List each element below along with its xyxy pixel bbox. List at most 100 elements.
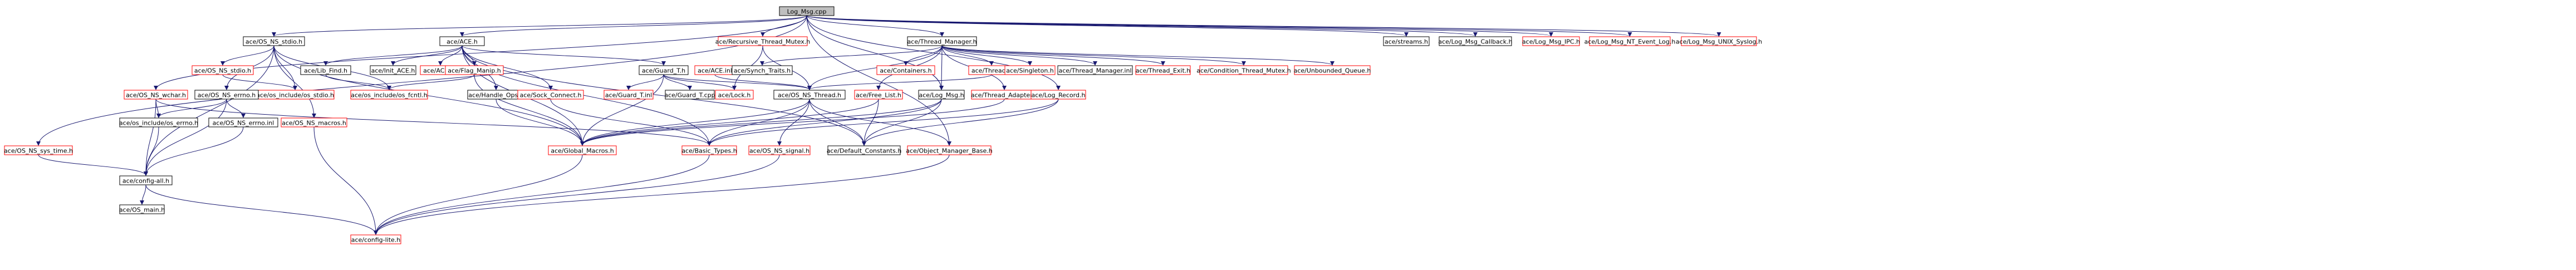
node-obj_mgr_base[interactable]: ace/Object_Manager_Base.h <box>906 145 993 155</box>
node-free_list[interactable]: ace/Free_List.h <box>854 90 903 100</box>
edge-ns_signal-to-config_lite <box>374 154 780 235</box>
node-os_errno[interactable]: ace/os_include/os_errno.h <box>119 117 198 127</box>
node-label: ace/Free_List.h <box>856 92 901 99</box>
edge-root-to-cb <box>806 15 1478 37</box>
node-label: ace/Singleton.h <box>1006 67 1054 75</box>
node-label: ace/OS_NS_Thread.h <box>778 92 841 99</box>
node-box <box>1681 36 1757 46</box>
node-box <box>1199 65 1288 75</box>
edge-ns_thread-to-obj_mgr_base <box>809 99 951 146</box>
edge-guard_t-to-lock <box>663 74 737 90</box>
node-ns_macros[interactable]: ace/OS_NS_macros.h <box>281 117 347 127</box>
edge-log_msg_h-to-basic_types <box>707 99 942 146</box>
node-ace_inl2[interactable]: ace/ACE.inl <box>694 65 735 75</box>
node-unbounded_q[interactable]: ace/Unbounded_Queue.h <box>1294 65 1371 75</box>
node-basic_types[interactable]: ace/Basic_Types.h <box>681 145 737 155</box>
edge-flag_manip-to-global_macros <box>474 74 585 146</box>
node-ns_wchar[interactable]: ace/OS_NS_wchar.h <box>124 90 188 100</box>
node-label: ace/Object_Manager_Base.h <box>906 148 993 155</box>
node-os_stdio[interactable]: ace/os_include/os_stdio.h <box>256 90 335 100</box>
node-ns_stdio[interactable]: ace/OS_NS_stdio.h <box>243 36 305 46</box>
node-ns_errno_inl[interactable]: ace/OS_NS_errno.inl <box>208 117 278 127</box>
node-ns_signal[interactable]: ace/OS_NS_signal.h <box>748 145 811 155</box>
node-ns_thread[interactable]: ace/OS_NS_Thread.h <box>773 90 846 100</box>
node-flag_manip[interactable]: ace/Flag_Manip.h <box>445 65 504 75</box>
node-init_ace[interactable]: ace/Init_ACE.h <box>370 65 416 75</box>
node-box <box>350 90 428 100</box>
node-sock_connect[interactable]: ace/Sock_Connect.h <box>517 90 584 100</box>
node-nt_event[interactable]: ace/Log_Msg_NT_Event_Log.h <box>1584 36 1676 46</box>
node-guard_t_inl[interactable]: ace/Guard_T.inl <box>603 90 654 100</box>
node-cb[interactable]: ace/Log_Msg_Callback.h <box>1438 36 1513 46</box>
edge-ace-to-init_ace <box>391 45 463 66</box>
node-lock[interactable]: ace/Lock.h <box>715 90 754 100</box>
node-thread_mgr_inl[interactable]: ace/Thread_Manager.inl <box>1057 65 1133 75</box>
node-guard_t_cpp[interactable]: ace/Guard_T.cpp <box>664 90 715 100</box>
node-ns_errno[interactable]: ace/OS_NS_errno.h <box>194 90 259 100</box>
node-containers[interactable]: ace/Containers.h <box>876 65 935 75</box>
node-lib_find[interactable]: ace/Lib_Find.h <box>300 65 351 75</box>
node-unix_syslog[interactable]: ace/Log_Msg_UNIX_Syslog.h <box>1676 36 1762 46</box>
node-box <box>907 36 977 46</box>
node-box <box>827 145 901 155</box>
node-streams[interactable]: ace/streams.h <box>1383 36 1430 46</box>
node-label: ace/config-lite.h <box>351 237 401 244</box>
node-global_macros[interactable]: ace/Global_Macros.h <box>548 145 617 155</box>
edge-thread_adapter-to-global_macros <box>580 99 1005 146</box>
node-config_lite[interactable]: ace/config-lite.h <box>350 234 401 244</box>
node-box <box>1383 36 1430 46</box>
node-label: ace/streams.h <box>1385 38 1428 46</box>
node-singleton[interactable]: ace/Singleton.h <box>1004 65 1056 75</box>
node-thread_exit[interactable]: ace/Thread_Exit.h <box>1135 65 1191 75</box>
node-ace[interactable]: ace/ACE.h <box>439 36 485 46</box>
node-label: ace/OS_NS_stdio.h <box>194 67 251 75</box>
node-log_record[interactable]: ace/Log_Record.h <box>1031 90 1086 100</box>
node-thread_adapter[interactable]: ace/Thread_Adapter.h <box>971 90 1038 100</box>
node-box <box>665 90 715 100</box>
node-box <box>732 65 793 75</box>
node-label: ace/Log_Msg_IPC.h <box>1522 38 1580 46</box>
node-ns_stdio2[interactable]: ace/OS_NS_stdio.h <box>192 65 254 75</box>
node-rec_mutex[interactable]: ace/Recursive_Thread_Mutex.h <box>715 36 811 46</box>
edge-root-to-streams <box>806 15 1409 37</box>
node-label: Log_Msg.cpp <box>787 8 827 16</box>
node-box <box>300 65 351 75</box>
edge-ns_errno-to-ns_errno_inl <box>226 99 246 118</box>
node-label: ace/Global_Macros.h <box>551 148 614 155</box>
node-log_msg_h[interactable]: ace/Log_Msg.h <box>918 90 965 100</box>
node-label: ace/Unbounded_Queue.h <box>1294 67 1371 75</box>
node-box <box>192 65 254 75</box>
edge-thread_mgr-to-thread_exit <box>941 45 1165 66</box>
edge-ace-to-guard_t <box>462 45 666 66</box>
node-thread[interactable]: ace/Thread.h <box>968 65 1015 75</box>
edge-ace-to-lib_find <box>323 45 463 66</box>
node-label: ace/Log_Msg_Callback.h <box>1438 38 1512 46</box>
edge-obj_mgr_base-to-config_lite <box>374 154 950 235</box>
node-os_main[interactable]: ace/OS_main.h <box>119 204 165 214</box>
node-handle_ops[interactable]: ace/Handle_Ops.h <box>467 90 525 100</box>
edge-ns_wchar-to-basic_types <box>155 99 712 146</box>
node-box <box>907 145 992 155</box>
node-label: ace/Log_Msg_NT_Event_Log.h <box>1584 38 1676 46</box>
edge-thread_mgr-to-synch_traits <box>760 45 943 66</box>
node-config_all[interactable]: ace/config-all.h <box>119 175 173 185</box>
node-ns_sys_time[interactable]: ace/OS_NS_sys_time.h <box>4 145 73 155</box>
node-guard_t[interactable]: ace/Guard_T.h <box>639 65 689 75</box>
node-label: ace/Log_Record.h <box>1032 92 1086 99</box>
node-box <box>918 90 965 100</box>
node-os_fcntl[interactable]: ace/os_include/os_fcntl.h <box>350 90 428 100</box>
edge-ns_thread-to-ns_signal <box>777 99 810 146</box>
node-ipc[interactable]: ace/Log_Msg_IPC.h <box>1522 36 1580 46</box>
edge-ns_wchar-to-config_all <box>144 99 156 176</box>
node-synch_traits[interactable]: ace/Synch_Traits.h <box>732 65 793 75</box>
node-label: ace/Flag_Manip.h <box>448 67 501 75</box>
edge-thread-to-ns_thread <box>807 74 992 90</box>
node-label: ace/Init_ACE.h <box>371 67 415 75</box>
edge-guard_t-to-ns_thread <box>663 74 812 90</box>
node-default_const[interactable]: ace/Default_Constants.h <box>827 145 902 155</box>
node-label: ace/Thread.h <box>971 67 1012 75</box>
dependency-nodes: Log_Msg.cpp ace/OS_NS_stdio.h ace/ACE.h ace… <box>4 6 1762 244</box>
node-thread_mgr[interactable]: ace/Thread_Manager.h <box>907 36 977 46</box>
node-cond_mutex[interactable]: ace/Condition_Thread_Mutex.h <box>1196 65 1291 75</box>
